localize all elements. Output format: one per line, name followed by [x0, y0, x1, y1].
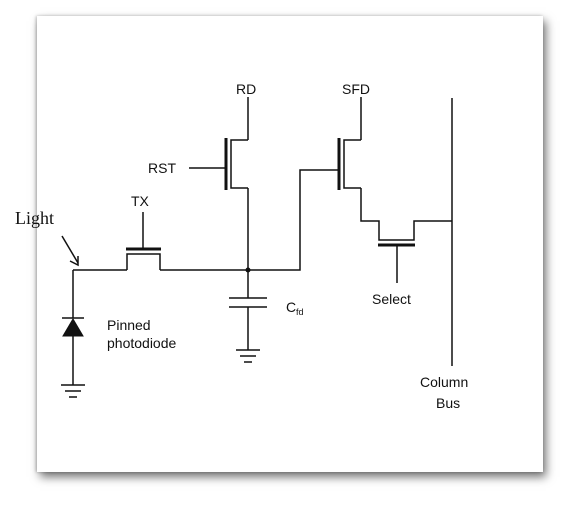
sf-transistor — [337, 97, 380, 238]
label-light: Light — [15, 208, 54, 228]
label-photodiode-1: Pinned — [107, 317, 151, 333]
light-arrow-icon — [61, 235, 79, 267]
label-select: Select — [372, 291, 411, 307]
label-tx: TX — [131, 193, 150, 209]
tx-transistor — [126, 212, 161, 270]
rst-transistor — [189, 97, 249, 270]
figure-frame — [37, 16, 543, 472]
select-transistor — [378, 220, 452, 283]
label-rst: RST — [148, 160, 176, 176]
label-cap-c: C — [286, 299, 296, 315]
label-rd: RD — [236, 81, 256, 97]
pinned-photodiode — [62, 270, 84, 385]
ground-icon — [236, 349, 260, 363]
label-cap-sub: fd — [296, 307, 304, 317]
ground-icon — [61, 384, 85, 398]
wire-main — [73, 169, 338, 271]
capacitor-cfd — [229, 270, 267, 350]
label-sfd: SFD — [342, 81, 370, 97]
label-bus-2: Bus — [436, 395, 460, 411]
label-bus-1: Column — [420, 374, 468, 390]
label-photodiode-2: photodiode — [107, 335, 177, 351]
